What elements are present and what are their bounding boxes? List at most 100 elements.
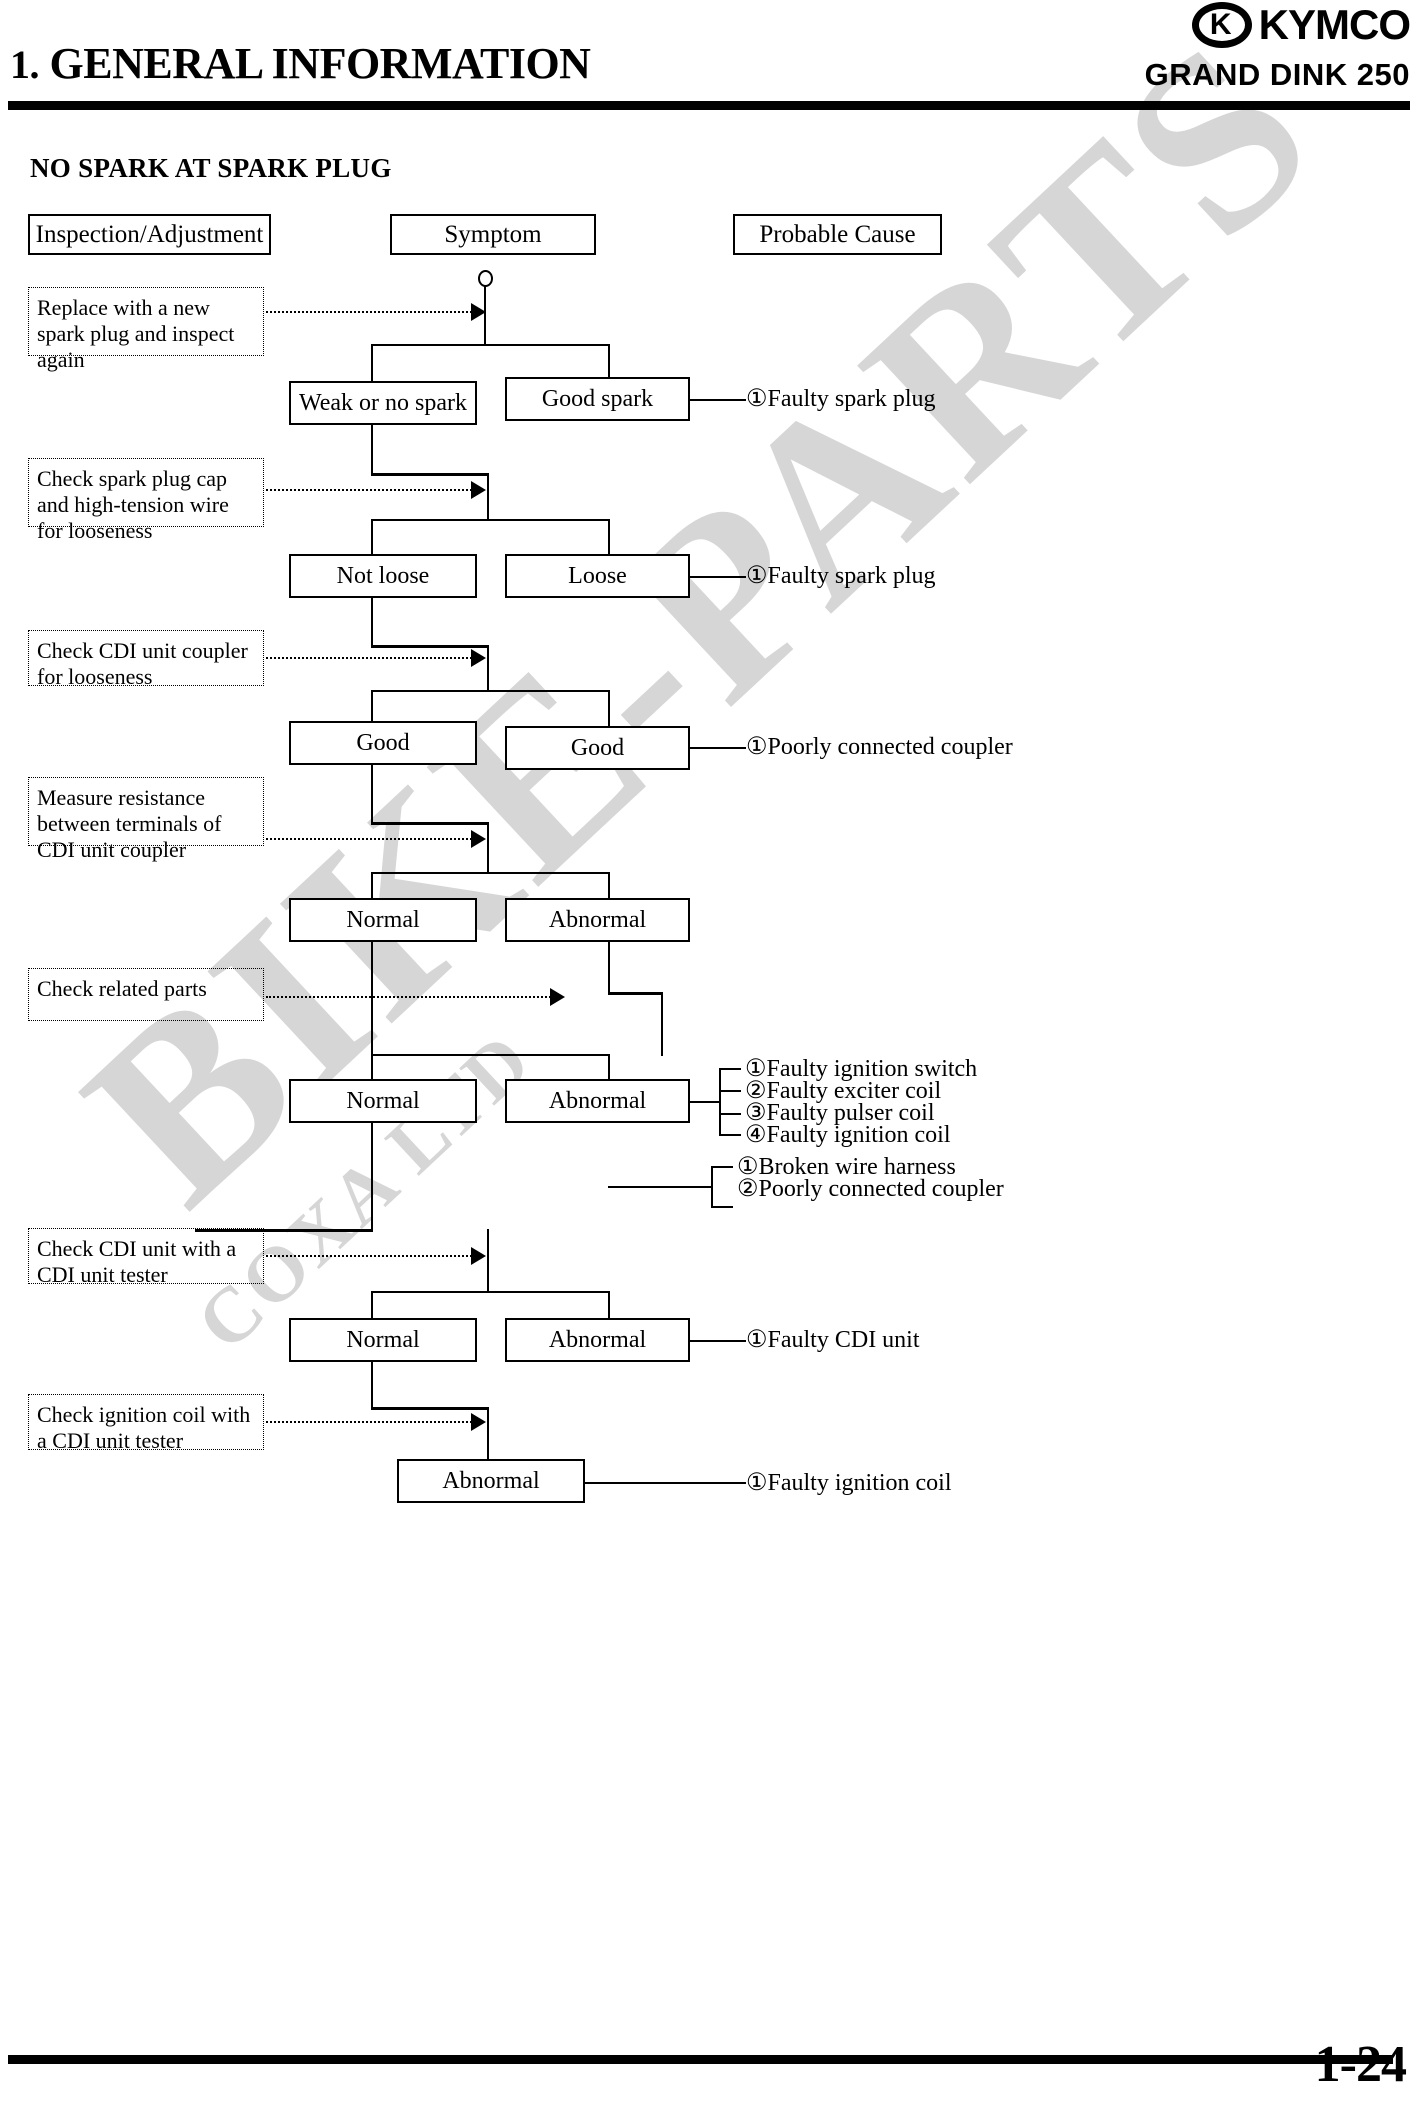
symptom-box-1-pass-label: Weak or no spark	[298, 389, 467, 416]
column-header-inspection-label: Inspection/Adjustment	[35, 220, 264, 248]
split-leg-2-left	[371, 519, 373, 556]
cause-line-5a	[690, 1101, 720, 1103]
flow-line-2-down	[371, 598, 373, 647]
cause-line-2	[690, 576, 746, 578]
cause-label-1: ①Faulty spark plug	[746, 386, 936, 412]
section-heading: NO SPARK AT SPARK PLUG	[30, 153, 392, 183]
split-leg-5-right	[608, 1054, 610, 1080]
dotted-connector-4	[266, 838, 472, 840]
flow-line-6-join	[487, 1407, 489, 1462]
column-header-inspection: Inspection/Adjustment	[28, 214, 271, 255]
split-leg-4-left	[371, 872, 373, 900]
inspection-box-2-label: Check spark plug cap and high-tension wi…	[37, 466, 229, 543]
symptom-box-7-fail: Abnormal	[397, 1459, 585, 1503]
inspection-box-3-label: Check CDI unit coupler for looseness	[37, 638, 248, 689]
dotted-connector-5	[266, 996, 551, 998]
column-header-symptom: Symptom	[390, 214, 596, 255]
split-leg-1-left	[371, 344, 373, 382]
flow-line-5-down	[371, 1123, 373, 1231]
arrow-icon-6	[471, 1247, 486, 1265]
split-bar-6	[371, 1291, 610, 1293]
split-leg-5-left	[371, 1054, 373, 1080]
cause-label-5a-1: ①Faulty ignition switch	[745, 1056, 978, 1082]
symptom-box-4-fail-label: Abnormal	[548, 906, 647, 933]
symptom-box-4-pass: Normal	[289, 898, 477, 942]
cause-label-7: ①Faulty ignition coil	[746, 1470, 952, 1496]
inspection-box-6: Check CDI unit with a CDI unit tester	[28, 1228, 264, 1287]
brand-block: K KYMCO GRAND DINK 250	[1144, 1, 1411, 93]
cause-label-6: ①Faulty CDI unit	[746, 1327, 920, 1353]
flow-line-6-right	[371, 1407, 489, 1410]
inspection-box-4: Measure resistance between terminals of …	[28, 777, 264, 862]
column-header-cause: Probable Cause	[733, 214, 942, 255]
dotted-connector-2	[266, 489, 472, 491]
flow-line-3-down	[371, 765, 373, 824]
cause-label-5b-1: ①Broken wire harness	[737, 1154, 956, 1180]
logo-k-glyph: K	[1209, 8, 1232, 41]
inspection-box-5-label: Check related parts	[37, 976, 207, 1001]
header-divider	[8, 101, 1410, 110]
flow-line-4-fail-right	[608, 992, 663, 995]
cause-label-5b-2: ②Poorly connected coupler	[737, 1176, 1004, 1202]
split-leg-1-right	[608, 344, 610, 382]
dotted-connector-6	[266, 1255, 472, 1257]
page-number: 1-24	[1314, 2036, 1407, 2093]
split-bar-5	[371, 1054, 610, 1056]
inspection-box-7-label: Check ignition coil with a CDI unit test…	[37, 1402, 251, 1453]
flow-line-2-join	[487, 645, 489, 692]
cause-label-2: ①Faulty spark plug	[746, 563, 936, 589]
cause-label-5a-3: ③Faulty pulser coil	[745, 1100, 935, 1126]
cause-line-7	[585, 1482, 746, 1484]
flow-line-6-entry	[487, 1229, 489, 1292]
symptom-box-3-pass: Good	[289, 721, 477, 765]
flow-line-1-down	[371, 425, 373, 475]
split-bar-2	[371, 519, 610, 521]
arrow-icon-3	[471, 649, 486, 667]
symptom-box-6-fail-label: Abnormal	[548, 1326, 647, 1353]
symptom-box-1-fail-label: Good spark	[541, 385, 654, 412]
inspection-box-1: Replace with a new spark plug and inspec…	[28, 287, 264, 372]
column-header-cause-label: Probable Cause	[759, 220, 916, 248]
symptom-box-6-pass-label: Normal	[346, 1326, 420, 1353]
symptom-box-2-fail: Loose	[505, 554, 690, 598]
arrow-icon-5	[550, 988, 565, 1006]
symptom-box-6-fail: Abnormal	[505, 1318, 690, 1362]
split-leg-2-right	[608, 519, 610, 556]
inspection-box-4-label: Measure resistance between terminals of …	[37, 785, 222, 862]
symptom-box-1-fail: Good spark	[505, 377, 690, 421]
chapter-number: 1.	[10, 42, 40, 87]
cause-label-5a-4: ④Faulty ignition coil	[745, 1122, 951, 1148]
flow-line-1-join	[487, 473, 489, 520]
inspection-box-3: Check CDI unit coupler for looseness	[28, 630, 264, 689]
inspection-box-6-label: Check CDI unit with a CDI unit tester	[37, 1236, 237, 1287]
flow-line-2-right	[371, 645, 489, 648]
symptom-box-5-fail: Abnormal	[505, 1079, 690, 1123]
symptom-box-5-fail-label: Abnormal	[548, 1087, 647, 1114]
dotted-connector-7	[266, 1421, 472, 1423]
split-leg-6-left	[371, 1291, 373, 1319]
arrow-icon-1	[471, 303, 486, 321]
cause-line-6	[690, 1340, 746, 1342]
flow-line-6-down	[371, 1362, 373, 1410]
cause-line-1	[690, 399, 746, 401]
split-bar-1	[371, 344, 610, 346]
flow-line-3-right	[371, 822, 489, 825]
arrow-icon-7	[471, 1413, 486, 1431]
cause-line-5b	[608, 1186, 712, 1188]
symptom-box-4-fail: Abnormal	[505, 898, 690, 942]
model-name: GRAND DINK 250	[1144, 57, 1410, 92]
symptom-box-2-pass-label: Not loose	[336, 562, 430, 589]
inspection-box-1-label: Replace with a new spark plug and inspec…	[37, 295, 235, 372]
page-title: 1. GENERAL INFORMATION	[10, 38, 591, 89]
symptom-box-7-fail-label: Abnormal	[442, 1467, 540, 1494]
flow-line-4-down	[371, 942, 373, 1056]
flow-line-5-left	[195, 1229, 373, 1232]
flow-line-3-join	[487, 822, 489, 874]
flow-line-4-fail-join	[661, 992, 663, 1056]
split-leg-3-right	[608, 690, 610, 727]
column-header-symptom-label: Symptom	[444, 220, 542, 248]
footer-divider	[8, 2055, 1393, 2064]
symptom-box-3-fail-label: Good	[570, 734, 625, 761]
brand-name: KYMCO	[1258, 1, 1411, 48]
